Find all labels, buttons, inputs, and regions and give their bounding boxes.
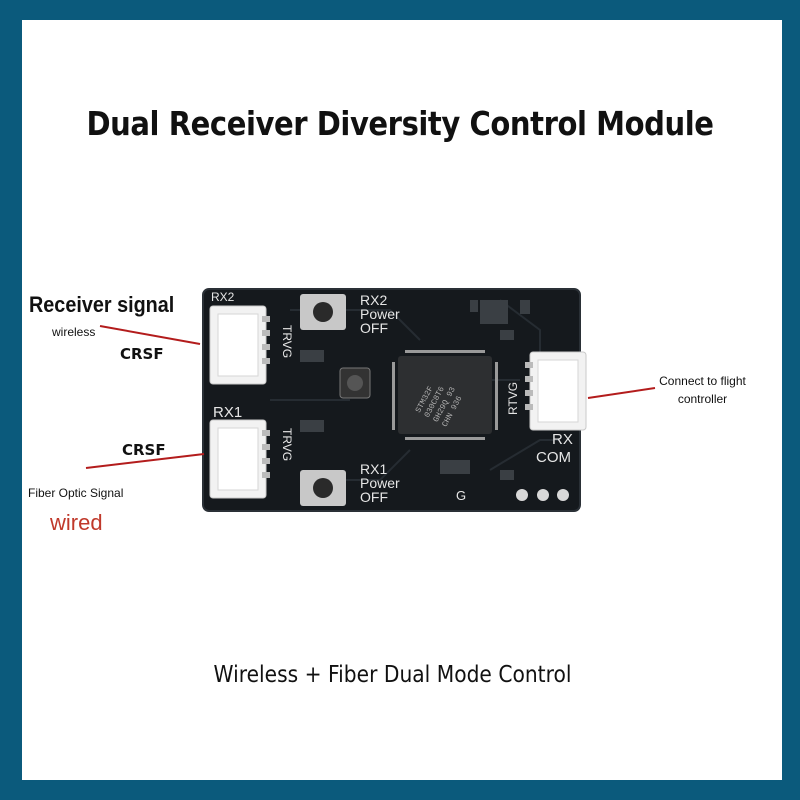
button-top [300,294,346,330]
leader-line-fc [587,387,656,399]
silk-rtvg: RTVG [506,382,520,415]
silk-rx: RX [552,431,573,448]
silk-power-top: Power [360,306,400,322]
rx1-connector [209,419,270,499]
silk-off-bottom: OFF [360,489,388,505]
silk-trvg-bottom: TRVG [280,428,294,461]
connect-flight-controller-label: Connect to flight controller [659,374,746,406]
wireless-label: wireless [52,325,96,339]
mcu-chip [392,350,498,440]
wired-label: wired [50,510,103,535]
leader-line-rx2 [99,325,201,345]
silk-rx1-power: RX1 [360,461,387,477]
silk-trvg-top: TRVG [280,325,294,358]
leader-line-rx1 [85,453,205,469]
silk-off-top: OFF [360,320,388,336]
page-title: Dual Receiver Diversity Control Module [86,104,714,143]
rx2-connector [209,305,270,385]
fc-connector [525,351,587,431]
silk-rx1: RX1 [213,404,242,421]
pcb-board: RX2 RX1 RX2 Power OFF RX1 Power OFF RX C… [202,288,587,512]
button-bottom [300,470,346,506]
silk-rx2: RX2 [211,290,235,304]
silk-g: G [456,488,466,503]
silk-power-bottom: Power [360,475,400,491]
silk-rx2-power: RX2 [360,292,387,308]
page-subtitle: Wireless + Fiber Dual Mode Control [213,662,572,688]
crsf-label-bottom: CRSF [122,441,166,459]
receiver-signal-label: Receiver signal [29,292,175,317]
silk-com: COM [536,449,571,466]
crsf-label-top: CRSF [120,345,164,363]
fiber-optic-signal-label: Fiber Optic Signal [28,486,124,500]
